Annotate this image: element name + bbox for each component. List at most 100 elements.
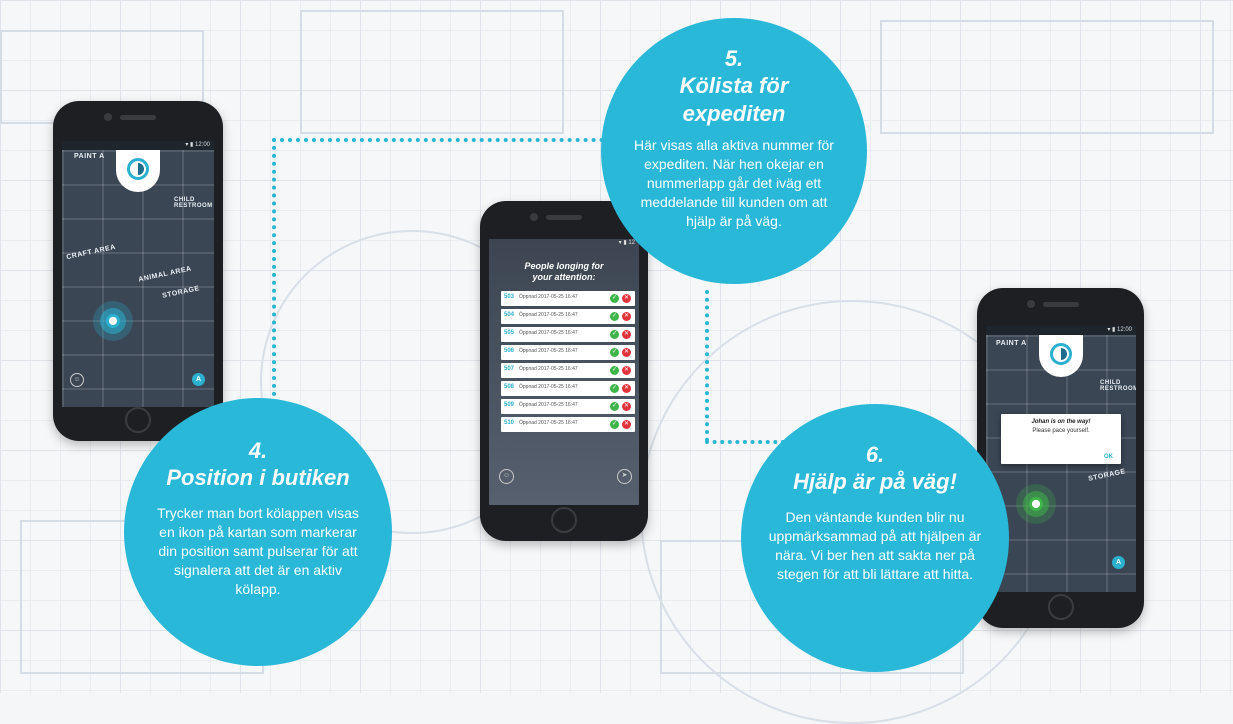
phone-screen: ▾ ▮ 12:00 PAINT A CHILD RESTROOM STORAGE… xyxy=(986,326,1136,592)
ticket-timestamp: Öppnad 2017-05-25 16:47 xyxy=(519,294,578,300)
queue-row[interactable]: 503 Öppnad 2017-05-25 16:47 ✓✕ xyxy=(501,291,635,306)
phone-camera xyxy=(530,213,538,221)
queue-ticket-tab[interactable] xyxy=(1039,335,1083,377)
user-icon[interactable]: ☺ xyxy=(499,469,514,484)
callout-step-6: 6. Hjälp är på väg! Den väntande kunden … xyxy=(741,404,1009,672)
ticket-number: 506 xyxy=(504,348,515,354)
queue-heading: People longing for your attention: xyxy=(489,261,639,283)
phone-notify: ▾ ▮ 12:00 PAINT A CHILD RESTROOM STORAGE… xyxy=(977,288,1144,628)
step-description: Här visas alla aktiva nummer för expedit… xyxy=(634,137,834,229)
floorplan-wall xyxy=(300,10,564,134)
ticket-timestamp: Öppnad 2017-05-25 16:47 xyxy=(519,330,578,336)
ticket-number: 510 xyxy=(504,420,515,426)
queue-row[interactable]: 507 Öppnad 2017-05-25 16:47 ✓✕ xyxy=(501,363,635,378)
accept-icon[interactable]: ✓ xyxy=(610,330,619,339)
ticket-number: 503 xyxy=(504,294,515,300)
accept-icon[interactable]: ✓ xyxy=(610,294,619,303)
dialog-message: Please pace yourself. xyxy=(1032,428,1090,434)
queue-row[interactable]: 510 Öppnad 2017-05-25 16:47 ✓✕ xyxy=(501,417,635,432)
navigate-icon[interactable]: ➤ xyxy=(617,469,632,484)
ticket-number: 504 xyxy=(504,312,515,318)
ticket-timestamp: Öppnad 2017-05-25 16:47 xyxy=(519,366,578,372)
ticket-timestamp: Öppnad 2017-05-25 16:47 xyxy=(519,384,578,390)
status-bar: ▾ ▮ 12:00 xyxy=(62,141,214,150)
connector-dots xyxy=(272,138,276,420)
location-pin-icon[interactable]: ⬤ xyxy=(106,314,120,328)
accept-icon[interactable]: ✓ xyxy=(610,420,619,429)
queue-ticket-tab[interactable] xyxy=(116,150,160,192)
reject-icon[interactable]: ✕ xyxy=(622,366,631,375)
dialog-title: Johan is on the way! xyxy=(1031,419,1091,425)
phone-position: ▾ ▮ 12:00 PAINT A CHILD RESTROOM CRAFT A… xyxy=(53,101,223,441)
step-number: 5. xyxy=(724,46,744,71)
home-button[interactable] xyxy=(1047,594,1074,620)
ticket-number: 509 xyxy=(504,402,515,408)
queue-row[interactable]: 509 Öppnad 2017-05-25 16:47 ✓✕ xyxy=(501,399,635,414)
callout-step-4: 4. Position i butiken Trycker man bort k… xyxy=(124,398,392,666)
phone-speaker xyxy=(1042,302,1079,307)
reject-icon[interactable]: ✕ xyxy=(622,312,631,321)
queue-row[interactable]: 504 Öppnad 2017-05-25 16:47 ✓✕ xyxy=(501,309,635,324)
phone-queue: ▾ ▮ 12 People longing for your attention… xyxy=(480,201,648,541)
phone-camera xyxy=(104,113,112,121)
connector-dots xyxy=(272,138,612,142)
step-number: 4. xyxy=(248,438,268,463)
step-description: Trycker man bort kölappen visas en ikon … xyxy=(157,505,359,597)
map-label: CHILD RESTROOM xyxy=(174,197,213,209)
connector-dots xyxy=(705,290,709,442)
phone-screen: ▾ ▮ 12:00 PAINT A CHILD RESTROOM CRAFT A… xyxy=(62,141,214,407)
callout-step-5: 5. Kölista för expediten Här visas alla … xyxy=(601,18,867,284)
phone-speaker xyxy=(546,215,582,220)
map-label: PAINT A xyxy=(996,340,1027,347)
queue-row[interactable]: 506 Öppnad 2017-05-25 16:47 ✓✕ xyxy=(501,345,635,360)
map-label: CHILD RESTROOM xyxy=(1100,380,1136,392)
step-title: Position i butiken xyxy=(166,465,350,490)
floorplan-wall xyxy=(880,20,1214,134)
ticket-timestamp: Öppnad 2017-05-25 16:47 xyxy=(519,402,578,408)
reject-icon[interactable]: ✕ xyxy=(622,294,631,303)
step-number: 6. xyxy=(865,442,885,467)
step-description: Den väntande kunden blir nu uppmärksamma… xyxy=(768,509,982,582)
location-pin-icon[interactable]: ⬤ xyxy=(1029,497,1043,511)
reject-icon[interactable]: ✕ xyxy=(622,402,631,411)
ticket-number: 505 xyxy=(504,330,515,336)
reject-icon[interactable]: ✕ xyxy=(622,384,631,393)
map-label: PAINT A xyxy=(74,153,105,160)
reject-icon[interactable]: ✕ xyxy=(622,348,631,357)
accept-icon[interactable]: ✓ xyxy=(610,402,619,411)
queue-heading-line2: your attention: xyxy=(532,272,596,282)
ticket-number: 507 xyxy=(504,366,515,372)
status-bar: ▾ ▮ 12:00 xyxy=(986,326,1136,335)
dialog-ok-button[interactable]: OK xyxy=(1104,454,1113,460)
store-map[interactable] xyxy=(62,150,214,407)
compass-icon[interactable]: A xyxy=(192,373,205,386)
phone-screen: ▾ ▮ 12 People longing for your attention… xyxy=(489,239,639,505)
queue-heading-line1: People longing for xyxy=(524,261,604,271)
accept-icon[interactable]: ✓ xyxy=(610,348,619,357)
step-title: Hjälp är på väg! xyxy=(793,469,957,494)
step-title: Kölista för xyxy=(679,73,789,98)
user-icon[interactable]: ☺ xyxy=(70,373,84,387)
phone-camera xyxy=(1026,300,1035,308)
ticket-timestamp: Öppnad 2017-05-25 16:47 xyxy=(519,312,578,318)
accept-icon[interactable]: ✓ xyxy=(610,384,619,393)
status-bar: ▾ ▮ 12 xyxy=(618,240,635,246)
phone-speaker xyxy=(120,115,156,120)
logo-icon xyxy=(1050,343,1072,365)
accept-icon[interactable]: ✓ xyxy=(610,366,619,375)
connector-dots xyxy=(705,440,785,444)
home-button[interactable] xyxy=(125,407,151,433)
queue-row[interactable]: 505 Öppnad 2017-05-25 16:47 ✓✕ xyxy=(501,327,635,342)
logo-icon xyxy=(127,158,149,180)
reject-icon[interactable]: ✕ xyxy=(622,420,631,429)
home-button[interactable] xyxy=(551,507,577,533)
queue-row[interactable]: 508 Öppnad 2017-05-25 16:47 ✓✕ xyxy=(501,381,635,396)
accept-icon[interactable]: ✓ xyxy=(610,312,619,321)
reject-icon[interactable]: ✕ xyxy=(622,330,631,339)
ticket-timestamp: Öppnad 2017-05-25 16:47 xyxy=(519,348,578,354)
compass-icon[interactable]: A xyxy=(1112,556,1125,569)
step-title: expediten xyxy=(682,101,786,126)
ticket-number: 508 xyxy=(504,384,515,390)
ticket-timestamp: Öppnad 2017-05-25 16:47 xyxy=(519,420,578,426)
notification-dialog: Johan is on the way! Please pace yoursel… xyxy=(1001,414,1121,464)
